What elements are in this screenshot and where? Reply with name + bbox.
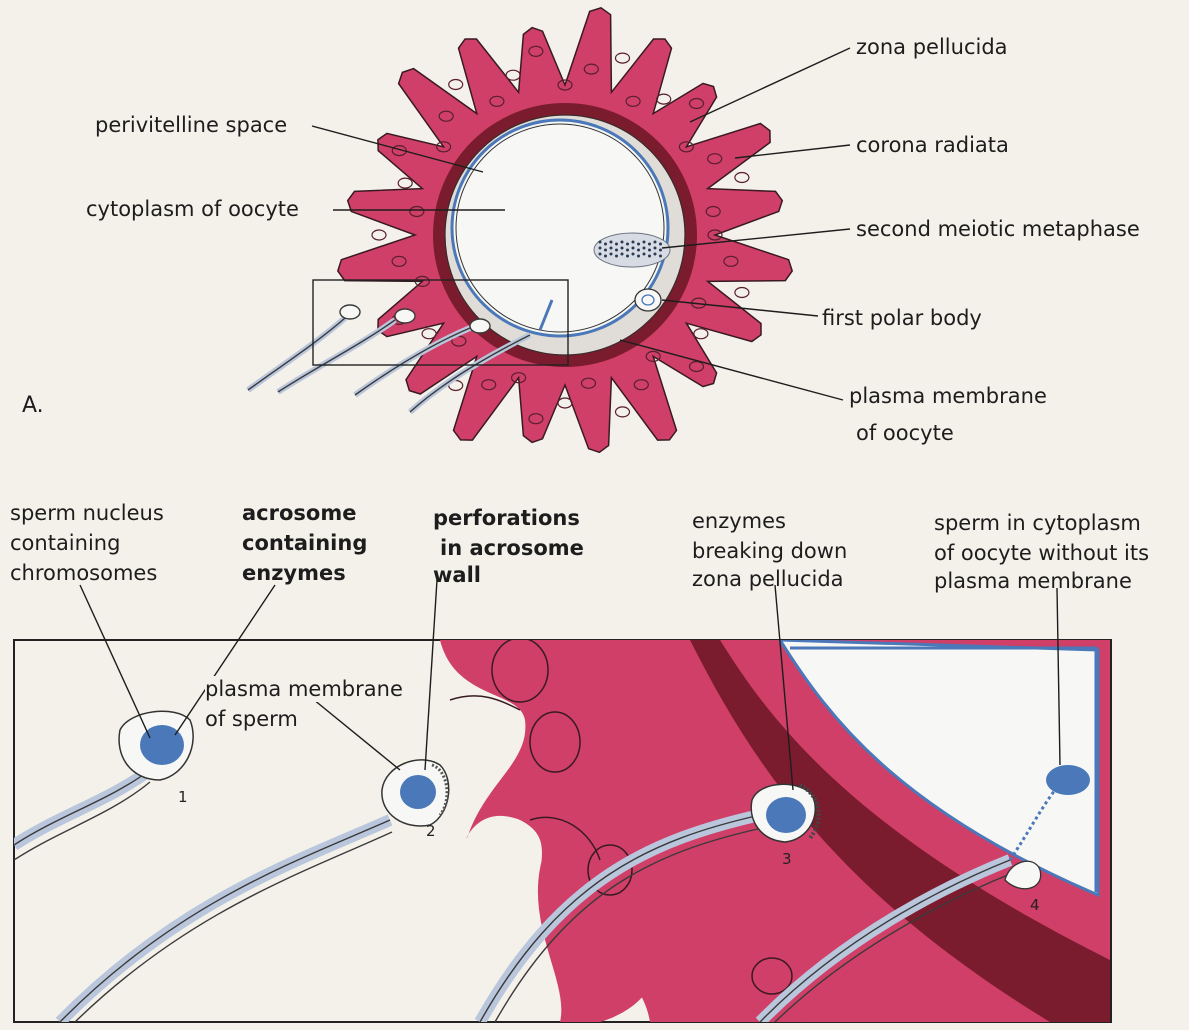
stage-number-2: 2 — [426, 822, 436, 840]
chromosome-dot — [637, 255, 640, 258]
chromosome-dot — [632, 247, 635, 250]
label-sperm-in-cytoplasm-2: of oocyte without its — [934, 540, 1149, 566]
label-perforations-1: perforations — [433, 505, 580, 531]
chromosome-dot — [643, 247, 646, 250]
corona-cell — [449, 80, 463, 90]
label-perforations-3: wall — [433, 562, 481, 588]
stage-number-3: 3 — [782, 850, 792, 868]
label-second-meiotic-metaphase: second meiotic metaphase — [856, 216, 1140, 242]
label-corona-radiata: corona radiata — [856, 132, 1009, 158]
chromosome-dot — [654, 247, 657, 250]
chromosome-dot — [610, 253, 613, 256]
chromosome-dot — [659, 255, 662, 258]
chromosome-dot — [604, 255, 607, 258]
chromosome-dot — [621, 253, 624, 256]
corona-cell — [506, 70, 520, 80]
corona-cell — [735, 288, 749, 298]
chromosome-dot — [604, 243, 607, 246]
corona-cell — [735, 173, 749, 183]
chromosome-dot — [632, 241, 635, 244]
chromosome-dot — [621, 247, 624, 250]
corona-cell — [372, 230, 386, 240]
chromosome-dot — [615, 249, 618, 252]
label-sperm-plasma-membrane-2: of sperm — [205, 706, 298, 732]
label-acrosome-2: containing — [242, 530, 367, 556]
corona-cell — [398, 178, 412, 188]
label-enzymes-2: breaking down — [692, 538, 847, 564]
label-plasma-membrane-oocyte-2: of oocyte — [856, 420, 954, 446]
label-enzymes-1: enzymes — [692, 508, 786, 534]
corona-cell — [422, 329, 436, 339]
chromosome-dot — [632, 253, 635, 256]
label-zona-pellucida: zona pellucida — [856, 34, 1008, 60]
label-sperm-in-cytoplasm-1: sperm in cytoplasm — [934, 510, 1141, 536]
chromosome-dot — [648, 243, 651, 246]
label-sperm-nucleus-1: sperm nucleus — [10, 500, 164, 526]
corona-cell — [616, 407, 630, 417]
chromosome-dot — [643, 241, 646, 244]
chromosome-dot — [637, 243, 640, 246]
label-enzymes-3: zona pellucida — [692, 566, 844, 592]
stage-number-4: 4 — [1030, 896, 1040, 914]
label-plasma-membrane-oocyte-1: plasma membrane — [849, 383, 1047, 409]
label-perivitelline-space: perivitelline space — [95, 112, 287, 138]
chromosome-dot — [659, 243, 662, 246]
chromosome-dot — [626, 249, 629, 252]
chromosome-dot — [604, 249, 607, 252]
label-sperm-in-cytoplasm-3: plasma membrane — [934, 568, 1132, 594]
chromosome-dot — [599, 253, 602, 256]
chromosome-dot — [626, 255, 629, 258]
first-polar-body — [635, 289, 661, 311]
chromosome-dot — [637, 249, 640, 252]
chromosome-dot — [621, 241, 624, 244]
chromosome-dot — [654, 241, 657, 244]
oocyte-overview — [248, 8, 850, 453]
stage-number-1: 1 — [178, 788, 188, 806]
corona-cell — [616, 53, 630, 63]
chromosome-dot — [643, 253, 646, 256]
chromosome-dot — [599, 247, 602, 250]
label-first-polar-body: first polar body — [822, 305, 982, 331]
label-acrosome-3: enzymes — [242, 560, 346, 586]
chromosome-dot — [610, 241, 613, 244]
label-sperm-nucleus-3: chromosomes — [10, 560, 157, 586]
chromosome-dot — [648, 249, 651, 252]
panel-a-letter: A. — [22, 393, 44, 419]
corona-cell — [558, 398, 572, 408]
chromosome-dot — [659, 249, 662, 252]
label-perforations-2: in acrosome — [440, 535, 584, 561]
label-sperm-nucleus-2: containing — [10, 530, 120, 556]
chromosome-dot — [626, 243, 629, 246]
chromosome-dot — [615, 255, 618, 258]
chromosome-dot — [654, 253, 657, 256]
chromosome-dot — [648, 255, 651, 258]
chromosome-dot — [599, 241, 602, 244]
label-sperm-plasma-membrane-1: plasma membrane — [205, 676, 403, 702]
label-cytoplasm-of-oocyte: cytoplasm of oocyte — [86, 196, 299, 222]
corona-cell — [657, 94, 671, 104]
label-acrosome-1: acrosome — [242, 500, 356, 526]
meiotic-spindle — [594, 233, 670, 267]
corona-cell — [694, 329, 708, 339]
chromosome-dot — [615, 243, 618, 246]
chromosome-dot — [610, 247, 613, 250]
